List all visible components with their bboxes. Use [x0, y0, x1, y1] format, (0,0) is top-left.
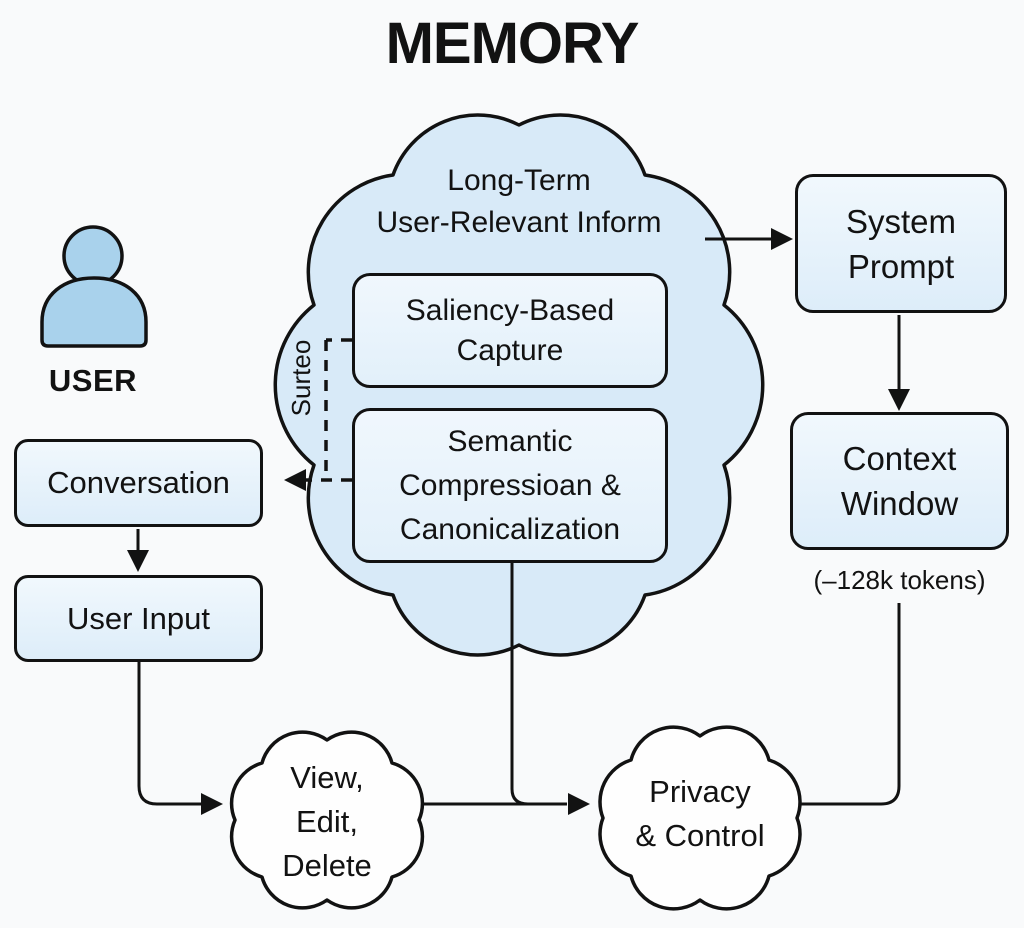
- user-input-box: User Input: [14, 575, 263, 662]
- context-window-box: Context Window: [790, 412, 1009, 550]
- arrow-user-input-to-view-cloud-line: [137, 662, 202, 806]
- saliency-based-capture-box: Saliency-Based Capture: [352, 273, 668, 388]
- user-icon: [40, 225, 148, 348]
- arrowhead-into-view-cloud: [201, 793, 223, 815]
- view-edit-delete-cloud-shape: [229, 730, 425, 910]
- privacy-control-cloud-shape: [598, 725, 802, 911]
- arrowhead-into-system-prompt: [771, 228, 793, 250]
- arrowhead-into-user-input: [127, 550, 149, 572]
- system-prompt-box: System Prompt: [795, 174, 1007, 313]
- privacy-control-label: Privacy & Control: [635, 774, 765, 853]
- memory-cloud-title: Long-Term User-Relevant Inform: [376, 164, 662, 239]
- arrowhead-into-context-window: [888, 389, 910, 411]
- memory-cloud-side-label: Surteo: [286, 339, 316, 417]
- connector-context-window-to-privacy: [799, 603, 901, 806]
- user-icon-body: [40, 276, 148, 348]
- semantic-compression-box: Semantic Compressioan & Canonicalization: [352, 408, 668, 563]
- page-title: MEMORY: [385, 10, 640, 76]
- arrowhead-into-privacy-cloud: [568, 793, 590, 815]
- view-edit-delete-label: View, Edit, Delete: [282, 760, 372, 883]
- arrowhead-into-conversation: [284, 469, 306, 491]
- context-window-note: (–128k tokens): [813, 565, 986, 595]
- user-label: USER: [48, 363, 138, 398]
- conversation-box: Conversation: [14, 439, 263, 527]
